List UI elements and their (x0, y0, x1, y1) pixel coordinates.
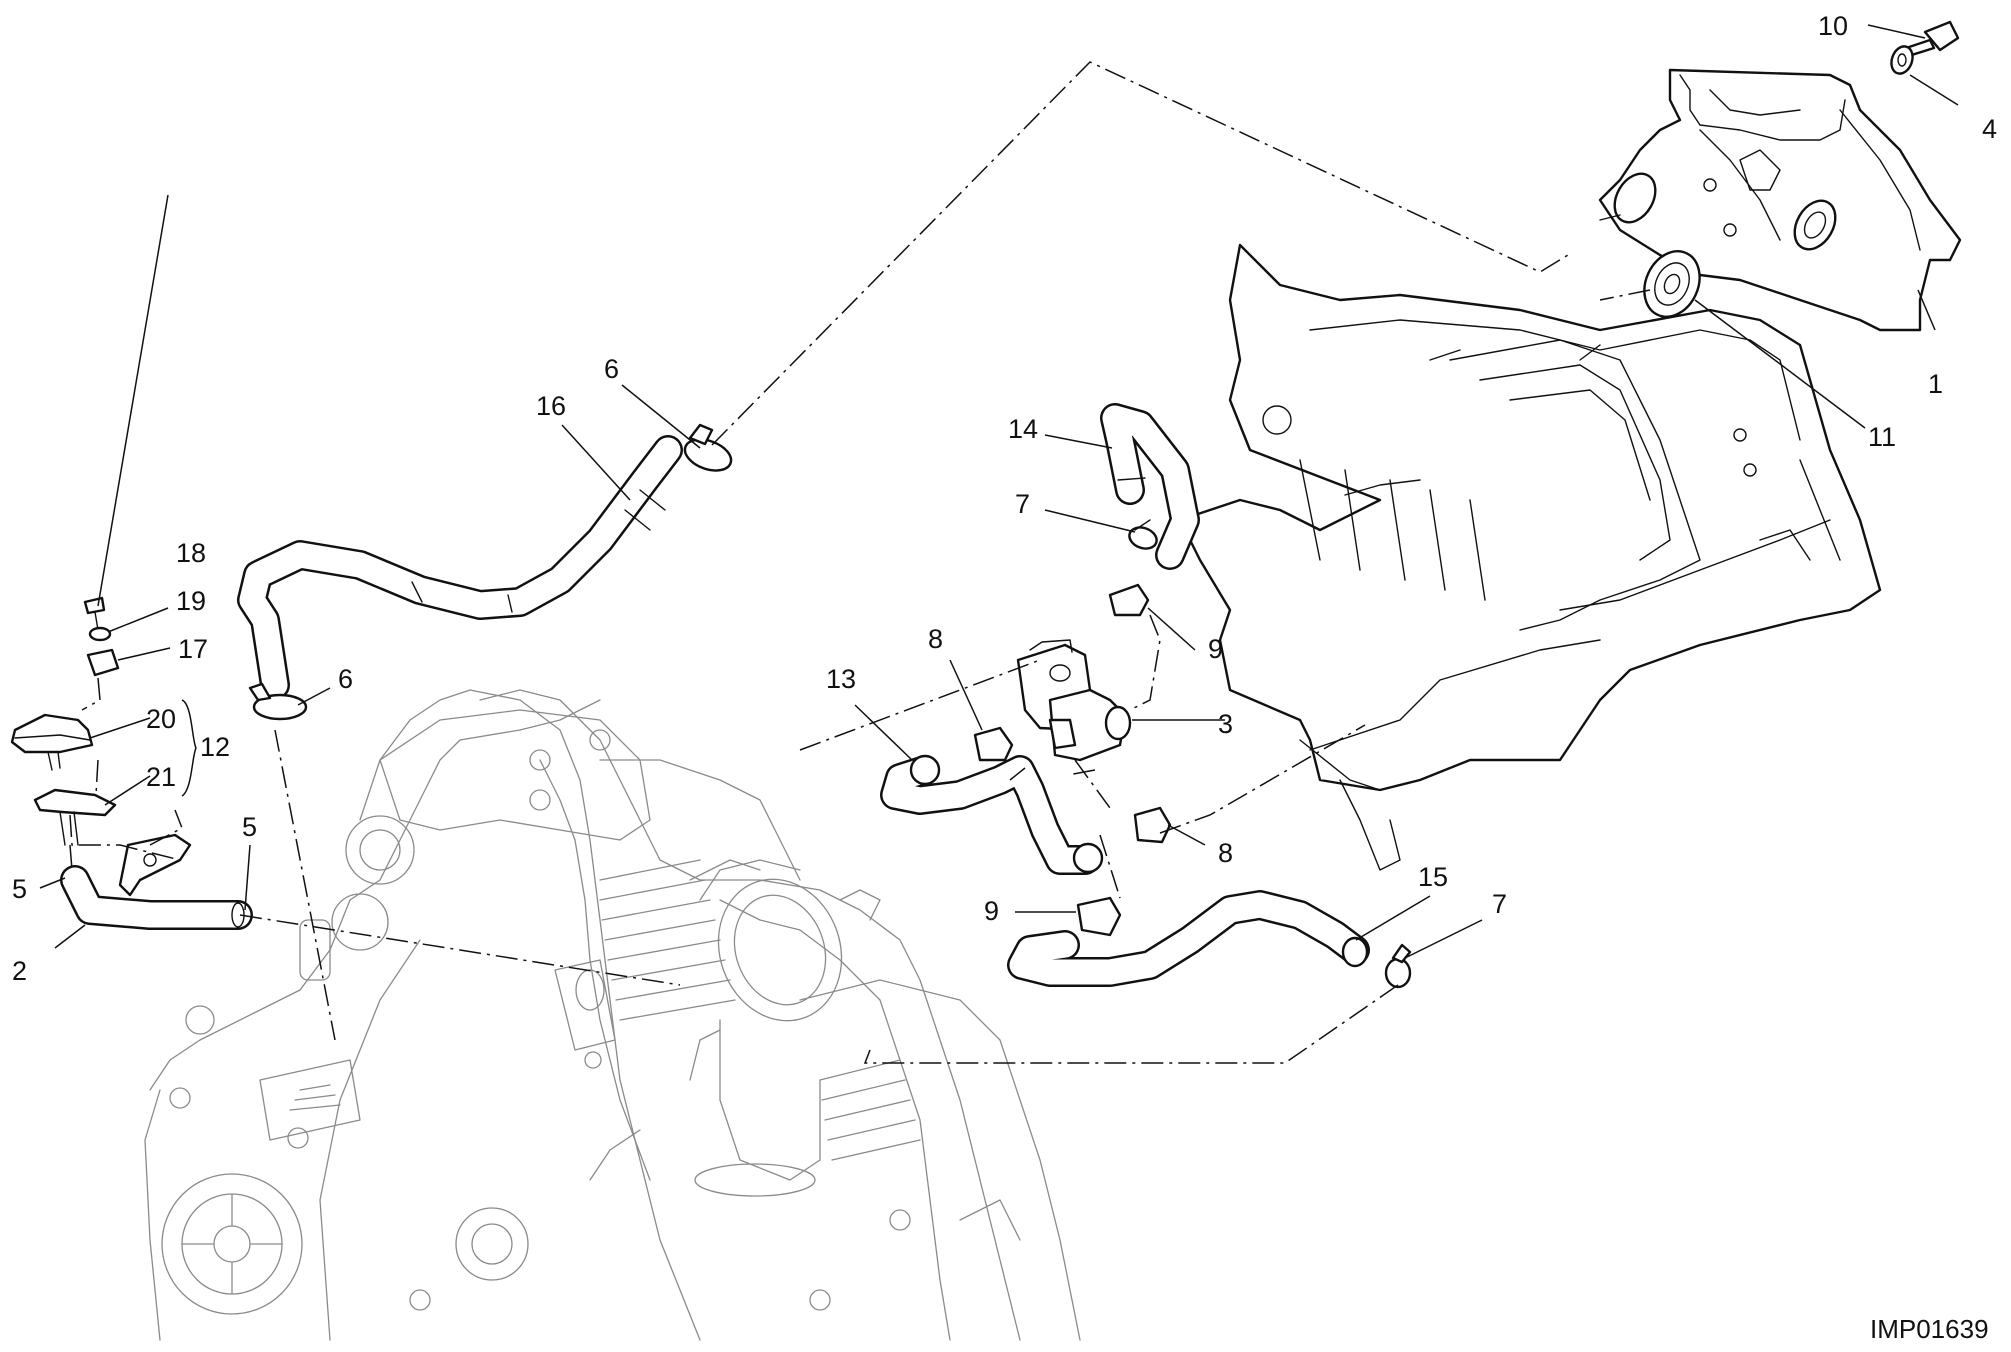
callout-18: 18 (176, 538, 206, 568)
callout-9-lower: 9 (984, 896, 999, 926)
hose-16 (237, 435, 683, 700)
callout-21: 21 (146, 762, 176, 792)
callout-3: 3 (1218, 709, 1233, 739)
callout-4: 4 (1982, 114, 1997, 144)
clamp-8-upper (973, 726, 1014, 762)
callout-1: 1 (1928, 369, 1943, 399)
engine-block (144, 689, 1081, 1341)
callout-8-upper: 8 (928, 624, 943, 654)
callout-7-upper: 7 (1015, 489, 1030, 519)
callout-14: 14 (1008, 414, 1038, 444)
clamp-9-lower (1076, 896, 1122, 937)
pressure-sensor (10, 713, 94, 771)
hose-14 (1100, 403, 1200, 570)
callout-13: 13 (826, 664, 856, 694)
callout-16: 16 (536, 391, 566, 421)
sensor-bracket (33, 788, 192, 897)
callout-labels: 1 2 3 4 5 5 6 6 7 7 8 8 9 9 10 11 12 13 … (12, 11, 1997, 986)
sensor-screw (83, 596, 106, 631)
callout-10: 10 (1818, 11, 1848, 41)
washer (1890, 45, 1914, 75)
callout-6-upper: 6 (604, 354, 619, 384)
callout-9-upper: 9 (1208, 634, 1223, 664)
leader-lines (39, 24, 1959, 959)
reference-code: IMP01639 (1870, 1314, 1989, 1344)
callout-6-lower: 6 (338, 664, 353, 694)
callout-15: 15 (1418, 862, 1448, 892)
airbox-housing (1178, 243, 1882, 871)
clamp-9-upper (1108, 583, 1150, 617)
hose-13 (880, 754, 1104, 875)
routing-lines (69, 61, 1651, 1064)
callout-7-lower: 7 (1492, 889, 1507, 919)
clamp-7-lower (1384, 943, 1412, 989)
throttle-body (689, 859, 881, 1197)
sensor-washer (88, 626, 112, 642)
hose-15 (1007, 890, 1370, 987)
callout-12: 12 (200, 732, 230, 762)
callout-20: 20 (146, 704, 176, 734)
clamp-7-upper (1128, 519, 1158, 550)
callout-5-left: 5 (12, 874, 27, 904)
callout-5-mid: 5 (242, 812, 257, 842)
callout-19: 19 (176, 586, 206, 616)
callout-2: 2 (12, 956, 27, 986)
callout-11: 11 (1868, 422, 1896, 452)
clamp-6-lower (248, 682, 308, 721)
callout-17: 17 (178, 634, 208, 664)
cylinder-fins (599, 859, 921, 1161)
air-valve (1016, 639, 1132, 762)
callout-8-lower: 8 (1218, 838, 1233, 868)
grommet (1643, 250, 1701, 318)
hose-2 (60, 865, 253, 930)
sensor-grommet (86, 648, 120, 677)
clamp-6-upper (683, 423, 733, 472)
clamp-8-lower (1133, 806, 1172, 844)
